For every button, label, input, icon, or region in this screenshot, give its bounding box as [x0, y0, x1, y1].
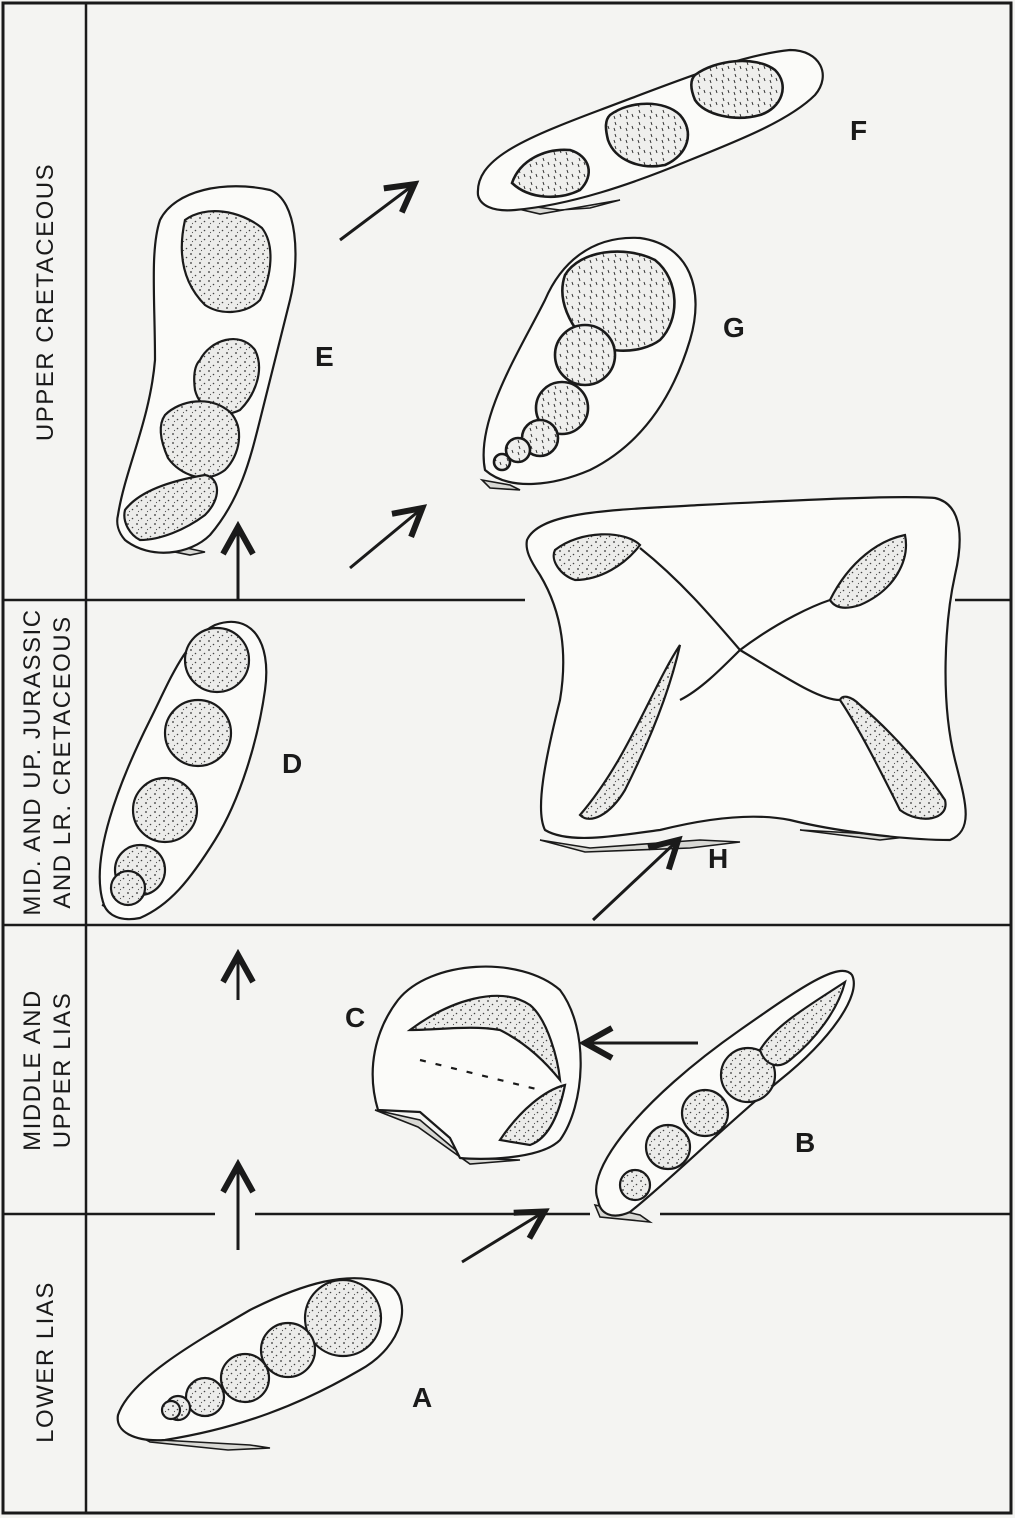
specimen-a-drawing [118, 1278, 402, 1450]
band-label-mid-jurassic-line1: MID. AND UP. JURASSIC [19, 608, 46, 915]
specimen-label-d: D [282, 748, 302, 779]
specimen-e-drawing [117, 186, 295, 555]
specimen-label-a: A [412, 1382, 432, 1413]
specimen-label-c: C [345, 1002, 365, 1033]
arrow-to-g [350, 510, 420, 568]
specimen-label-h: H [708, 843, 728, 874]
band-label-upper-cretaceous: UPPER CRETACEOUS [32, 163, 59, 441]
specimen-label-b: B [795, 1127, 815, 1158]
specimen-h-drawing [527, 497, 966, 852]
specimen-c-drawing [373, 967, 581, 1164]
specimen-f-drawing [478, 50, 823, 214]
band-label-middle-upper-lias-line2: UPPER LIAS [49, 992, 76, 1148]
specimen-label-e: E [315, 341, 334, 372]
specimen-d-drawing [100, 622, 267, 919]
specimen-g-drawing [482, 238, 696, 490]
specimen-label-g: G [723, 312, 745, 343]
specimen-label-f: F [850, 115, 867, 146]
band-label-lower-lias: LOWER LIAS [32, 1281, 59, 1443]
arrow-to-h [593, 842, 676, 920]
band-label-middle-upper-lias-line1: MIDDLE AND [19, 989, 46, 1151]
arrow-a-to-b [462, 1213, 542, 1262]
arrow-e-to-f [340, 186, 412, 240]
band-label-mid-jurassic-line2: AND LR. CRETACEOUS [49, 615, 76, 908]
specimen-b-drawing [595, 971, 854, 1222]
